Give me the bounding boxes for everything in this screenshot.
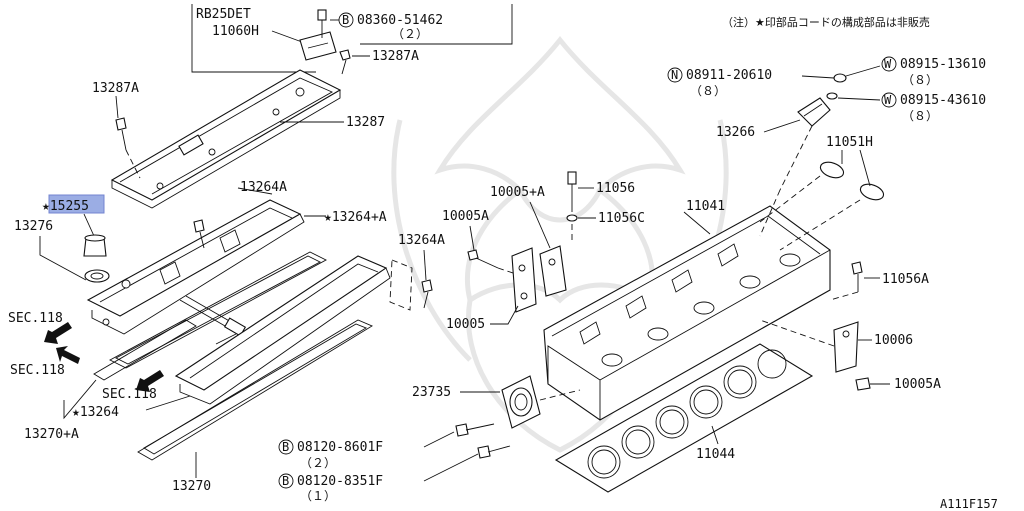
stud-11056 [566, 171, 578, 222]
part-10005pA-label[interactable]: 10005+A [490, 185, 545, 200]
highlight-15255 [48, 194, 105, 214]
part-10005-label[interactable]: 10005 [446, 317, 485, 332]
callout-08911[interactable]: N 08911-20610 （８） [667, 67, 772, 98]
svg-text:08911-20610: 08911-20610 [686, 68, 772, 83]
svg-text:SEC.118: SEC.118 [8, 311, 63, 326]
bracket-13266 [797, 73, 847, 127]
part-13287A-top-label[interactable]: 13287A [372, 49, 419, 64]
svg-text:（２）: （２） [300, 456, 336, 470]
part-10005A-left-label[interactable]: 10005A [442, 209, 489, 224]
plugs-11051H [819, 161, 885, 201]
callout-08360[interactable]: B 08360-51462 （２） [338, 12, 443, 41]
part-11041-label[interactable]: 11041 [686, 199, 725, 214]
svg-text:B: B [282, 440, 289, 454]
part-11044-label[interactable]: 11044 [696, 447, 735, 462]
svg-text:（１）: （１） [300, 489, 336, 503]
gasket-13270 [137, 319, 373, 461]
svg-text:08915-43610: 08915-43610 [900, 93, 986, 108]
part-15255-label[interactable]: ★15255 [42, 199, 89, 214]
part-13270-label[interactable]: 13270 [172, 479, 211, 494]
part-13264A-top-label[interactable]: 13264A [240, 180, 287, 195]
svg-text:08915-13610: 08915-13610 [900, 57, 986, 72]
part-13264-label[interactable]: ★13264 [72, 405, 119, 420]
svg-text:N: N [671, 68, 678, 82]
part-13287-label[interactable]: 13287 [346, 115, 385, 130]
inset-rb25det: RB25DET 11060H [191, 4, 513, 73]
part-13264pA-label[interactable]: ★13264+A [324, 210, 387, 225]
svg-text:SEC.118: SEC.118 [10, 363, 65, 378]
bracket-10006 [833, 321, 859, 373]
gasket-13270pA [93, 319, 197, 381]
callout-08120-8601F[interactable]: B 08120-8601F （２） [278, 439, 383, 470]
svg-text:08120-8601F: 08120-8601F [297, 440, 383, 455]
gasket-long [109, 251, 327, 369]
part-10006-label[interactable]: 10006 [874, 333, 913, 348]
svg-text:08120-8351F: 08120-8351F [297, 474, 383, 489]
callout-08915-43610[interactable]: W 08915-43610 （８） [881, 92, 986, 123]
part-13266-label[interactable]: 13266 [716, 125, 755, 140]
bolt-13287A-top [339, 49, 351, 61]
callout-08915-13610[interactable]: W 08915-13610 （８） [881, 56, 986, 87]
housing-23735 [501, 375, 541, 429]
rocker-cover-13287 [110, 69, 342, 209]
svg-text:（８）: （８） [902, 109, 938, 123]
svg-text:（２）: （２） [392, 27, 428, 41]
part-11056-label[interactable]: 11056 [596, 181, 635, 196]
part-13276-label[interactable]: 13276 [14, 219, 53, 234]
svg-text:（８）: （８） [690, 84, 726, 98]
part-11051H-label[interactable]: 11051H [826, 135, 873, 150]
parts-note: （注）★印部品コードの構成部品は非販売 [722, 15, 930, 29]
svg-text:08360-51462: 08360-51462 [357, 13, 443, 28]
seal-13276 [84, 269, 110, 283]
part-23735-label[interactable]: 23735 [412, 385, 451, 400]
part-13270pA-label[interactable]: 13270+A [24, 427, 79, 442]
sec118-ref-2[interactable]: SEC.118 [10, 346, 80, 378]
svg-text:B: B [282, 474, 289, 488]
part-10005A-right-label[interactable]: 10005A [894, 377, 941, 392]
part-13264A-mid-label[interactable]: 13264A [398, 233, 445, 248]
head-gasket-11044 [554, 343, 814, 493]
svg-text:B: B [342, 13, 349, 27]
part-11060H-label[interactable]: 11060H [212, 24, 259, 39]
rocker-cover-13264A [86, 199, 305, 335]
figure-code: A111F157 [940, 497, 998, 511]
sec118-ref-1[interactable]: SEC.118 [8, 311, 72, 344]
svg-text:W: W [884, 57, 892, 71]
rocker-cover-13264 [174, 255, 391, 405]
callout-08120-8351F[interactable]: B 08120-8351F （１） [278, 473, 383, 503]
part-13287A-left-label[interactable]: 13287A [92, 81, 139, 96]
part-11056A-label[interactable]: 11056A [882, 272, 929, 287]
inset-engine-label: RB25DET [196, 7, 251, 22]
svg-text:W: W [884, 93, 892, 107]
bolt-13287A-left [115, 117, 127, 131]
pcv-hose [179, 295, 247, 345]
bracket-10005 [511, 245, 567, 313]
part-11056C-label[interactable]: 11056C [598, 211, 645, 226]
cylinder-head-11041 [543, 205, 831, 421]
sec118-ref-3[interactable]: SEC.118 [102, 370, 164, 402]
svg-text:（８）: （８） [902, 73, 938, 87]
